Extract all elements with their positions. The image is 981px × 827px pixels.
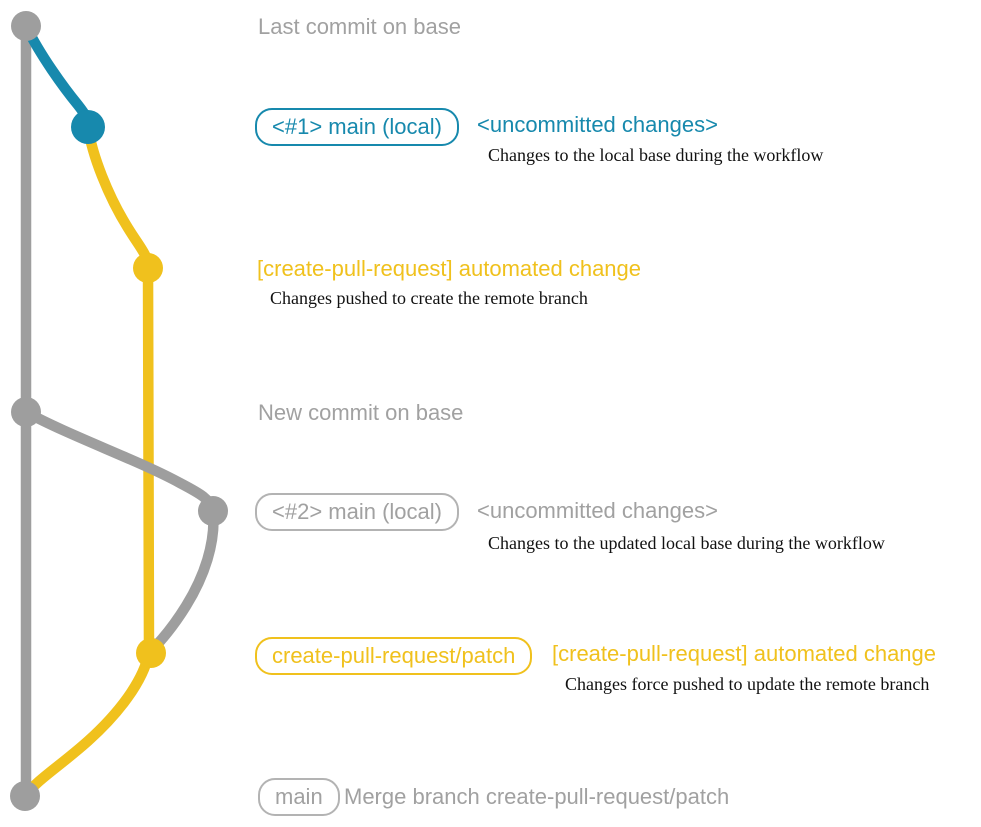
rebase-edge xyxy=(144,505,219,658)
commit-message-automated-2: [create-pull-request] automated change xyxy=(552,641,937,666)
commit-node-uncommitted-1 xyxy=(71,110,105,144)
description-automated-1: Changes pushed to create the remote bran… xyxy=(270,288,588,308)
uncommitted-1-edge xyxy=(20,20,94,133)
commit-message-automated-1: [create-pull-request] automated change xyxy=(257,256,642,281)
description-uncommitted-2: Changes to the updated local base during… xyxy=(488,533,885,553)
commit-node-last-base xyxy=(11,11,41,41)
label-last-commit-on-base: Last commit on base xyxy=(258,14,461,39)
commit-message-uncommitted-1: <uncommitted changes> xyxy=(477,112,718,137)
branch-badge-create-pull-request-patch: create-pull-request/patch xyxy=(255,637,533,676)
label-new-commit-on-base: New commit on base xyxy=(258,400,464,425)
commit-message-uncommitted-2: <uncommitted changes> xyxy=(477,498,718,523)
description-uncommitted-1: Changes to the local base during the wor… xyxy=(488,145,824,165)
commit-node-branch-1 xyxy=(133,253,163,283)
merge-edge xyxy=(19,647,155,802)
commit-node-uncommitted-2 xyxy=(198,496,228,526)
branch-badge-main-local-2: <#2> main (local) xyxy=(255,493,459,532)
remote-branch-line xyxy=(142,262,155,659)
commit-node-merge xyxy=(10,781,40,811)
new-base-out-edge xyxy=(20,406,219,517)
commit-message-merge: Merge branch create-pull-request/patch xyxy=(344,784,730,809)
branch-badge-main: main xyxy=(258,778,340,817)
branch-badge-main-local-1: <#1> main (local) xyxy=(255,108,459,147)
git-graph xyxy=(10,11,228,811)
commit-node-base-new xyxy=(11,397,41,427)
description-automated-2: Changes force pushed to update the remot… xyxy=(565,674,930,694)
commit-node-branch-2 xyxy=(136,638,166,668)
branch-create-edge xyxy=(82,121,154,274)
